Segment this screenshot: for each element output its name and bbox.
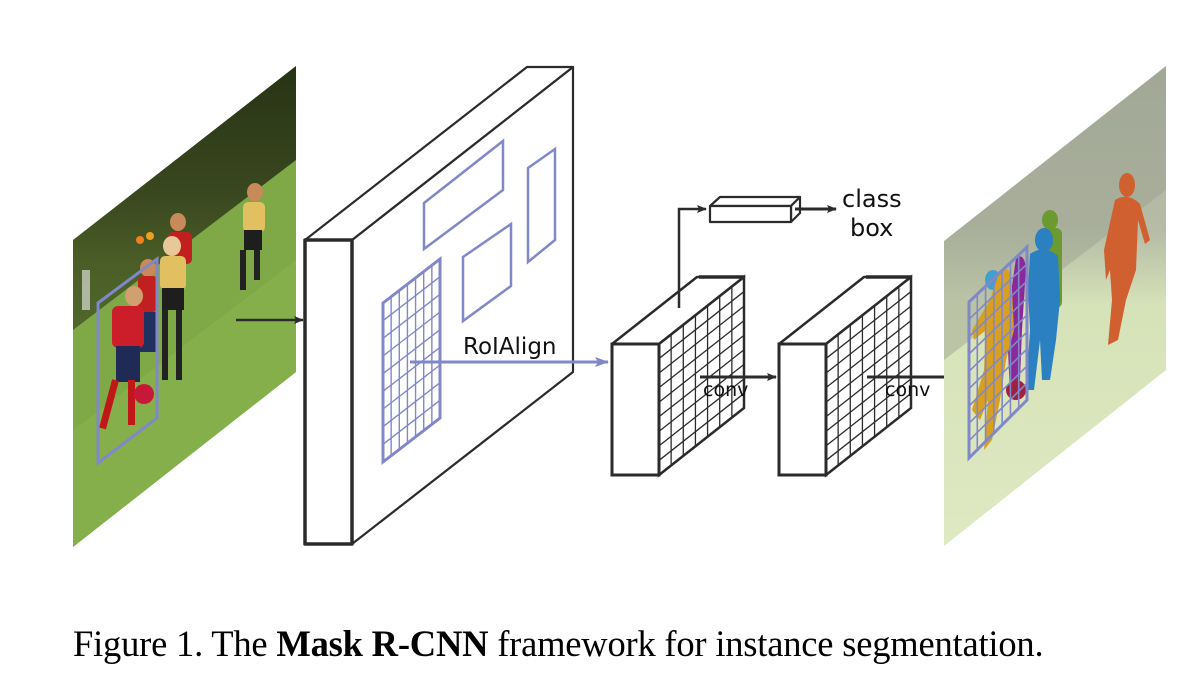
grid-line <box>825 334 912 403</box>
player-figures <box>82 183 265 430</box>
grid-line <box>382 346 441 392</box>
grid-line <box>968 382 1028 442</box>
caption-bold: Mask R-CNN <box>276 623 489 664</box>
input-image <box>73 66 296 547</box>
box-branch-line <box>677 205 707 308</box>
roi-box <box>422 138 505 252</box>
grid-line <box>968 263 1028 320</box>
roialign-label: RoIAlign <box>463 334 557 360</box>
caption-prefix: Figure 1. The <box>73 623 277 664</box>
class-label: class <box>842 185 902 213</box>
grid-line <box>968 331 1028 390</box>
grid-line <box>968 297 1028 355</box>
roi-box <box>461 221 513 324</box>
grid-line <box>968 280 1028 338</box>
grid-line <box>825 320 912 389</box>
instance-masks <box>972 173 1150 450</box>
output-image <box>944 66 1166 546</box>
conv-label-1: conv <box>703 379 748 401</box>
grid-line <box>382 293 441 339</box>
output-roi-grid <box>967 243 1029 462</box>
grid-line <box>968 314 1028 372</box>
grid-line <box>658 334 745 403</box>
grid-line <box>382 364 441 410</box>
roi-proposals <box>422 138 557 324</box>
grid-line <box>382 399 441 445</box>
caption-suffix: framework for instance segmentation. <box>488 623 1044 664</box>
grid-line <box>382 329 441 375</box>
figure-caption: Figure 1. The Mask R-CNN framework for i… <box>73 622 1183 665</box>
grid-line <box>658 392 745 461</box>
grid-line <box>968 365 1028 424</box>
grid-line <box>825 349 912 418</box>
grid-line <box>825 392 912 461</box>
roi-box <box>526 146 557 265</box>
grid-line <box>658 378 745 447</box>
grid-line <box>658 349 745 418</box>
grid-line <box>968 348 1028 407</box>
grid-line <box>658 291 745 360</box>
fc-head-box <box>708 195 802 224</box>
grid-line <box>382 311 441 357</box>
roi-grid <box>381 255 442 466</box>
grid-line <box>382 276 441 322</box>
detection-box <box>96 256 159 467</box>
block-front-face <box>610 342 661 477</box>
conv-label-2: conv <box>885 379 930 401</box>
grid-line <box>658 320 745 389</box>
grid-line <box>825 378 912 447</box>
box-label: box <box>850 214 893 242</box>
grid-line <box>825 291 912 360</box>
block-front-face <box>777 342 828 477</box>
grid-line <box>658 305 745 374</box>
grid-line <box>825 305 912 374</box>
grid-line <box>382 382 441 428</box>
